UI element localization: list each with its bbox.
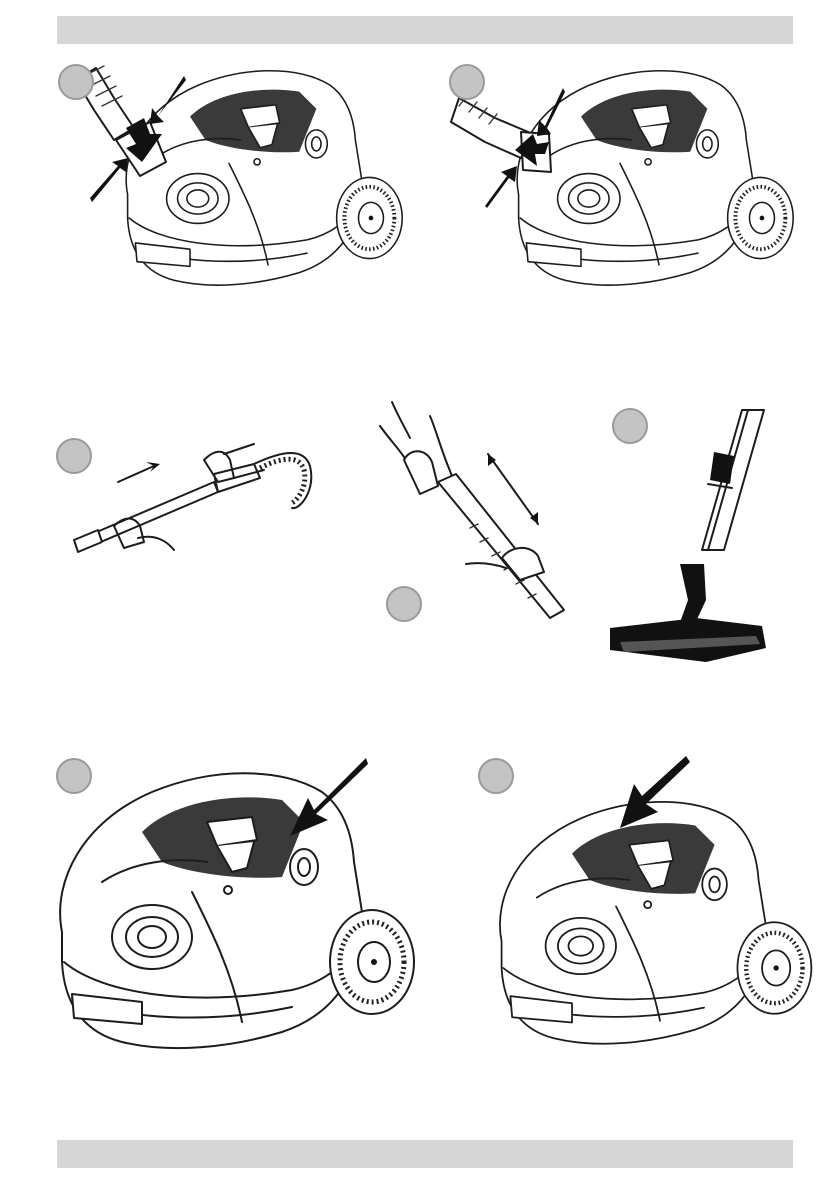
step-badge bbox=[612, 408, 648, 444]
vacuum-hose-insert-icon bbox=[54, 58, 394, 308]
step-badge bbox=[449, 64, 485, 100]
figure-hose-release bbox=[445, 58, 785, 308]
step-badge bbox=[58, 64, 94, 100]
vacuum-hose-release-icon bbox=[445, 58, 785, 308]
step-badge bbox=[478, 758, 514, 794]
step-badge bbox=[56, 438, 92, 474]
step-badge bbox=[56, 758, 92, 794]
figure-tube-adjust bbox=[370, 396, 590, 636]
figure-tube-connect bbox=[54, 430, 334, 570]
cord-rewind-press-icon bbox=[474, 752, 804, 1072]
footer-bar bbox=[57, 1140, 793, 1168]
figure-cord-rewind bbox=[474, 752, 804, 1072]
figure-hose-insert bbox=[54, 58, 394, 308]
telescopic-tube-connect-icon bbox=[54, 430, 334, 570]
figure-power-button bbox=[54, 752, 394, 1072]
figure-brush-attach bbox=[596, 400, 796, 680]
power-button-press-icon bbox=[54, 752, 394, 1072]
step-badge bbox=[386, 586, 422, 622]
header-bar bbox=[57, 16, 793, 44]
